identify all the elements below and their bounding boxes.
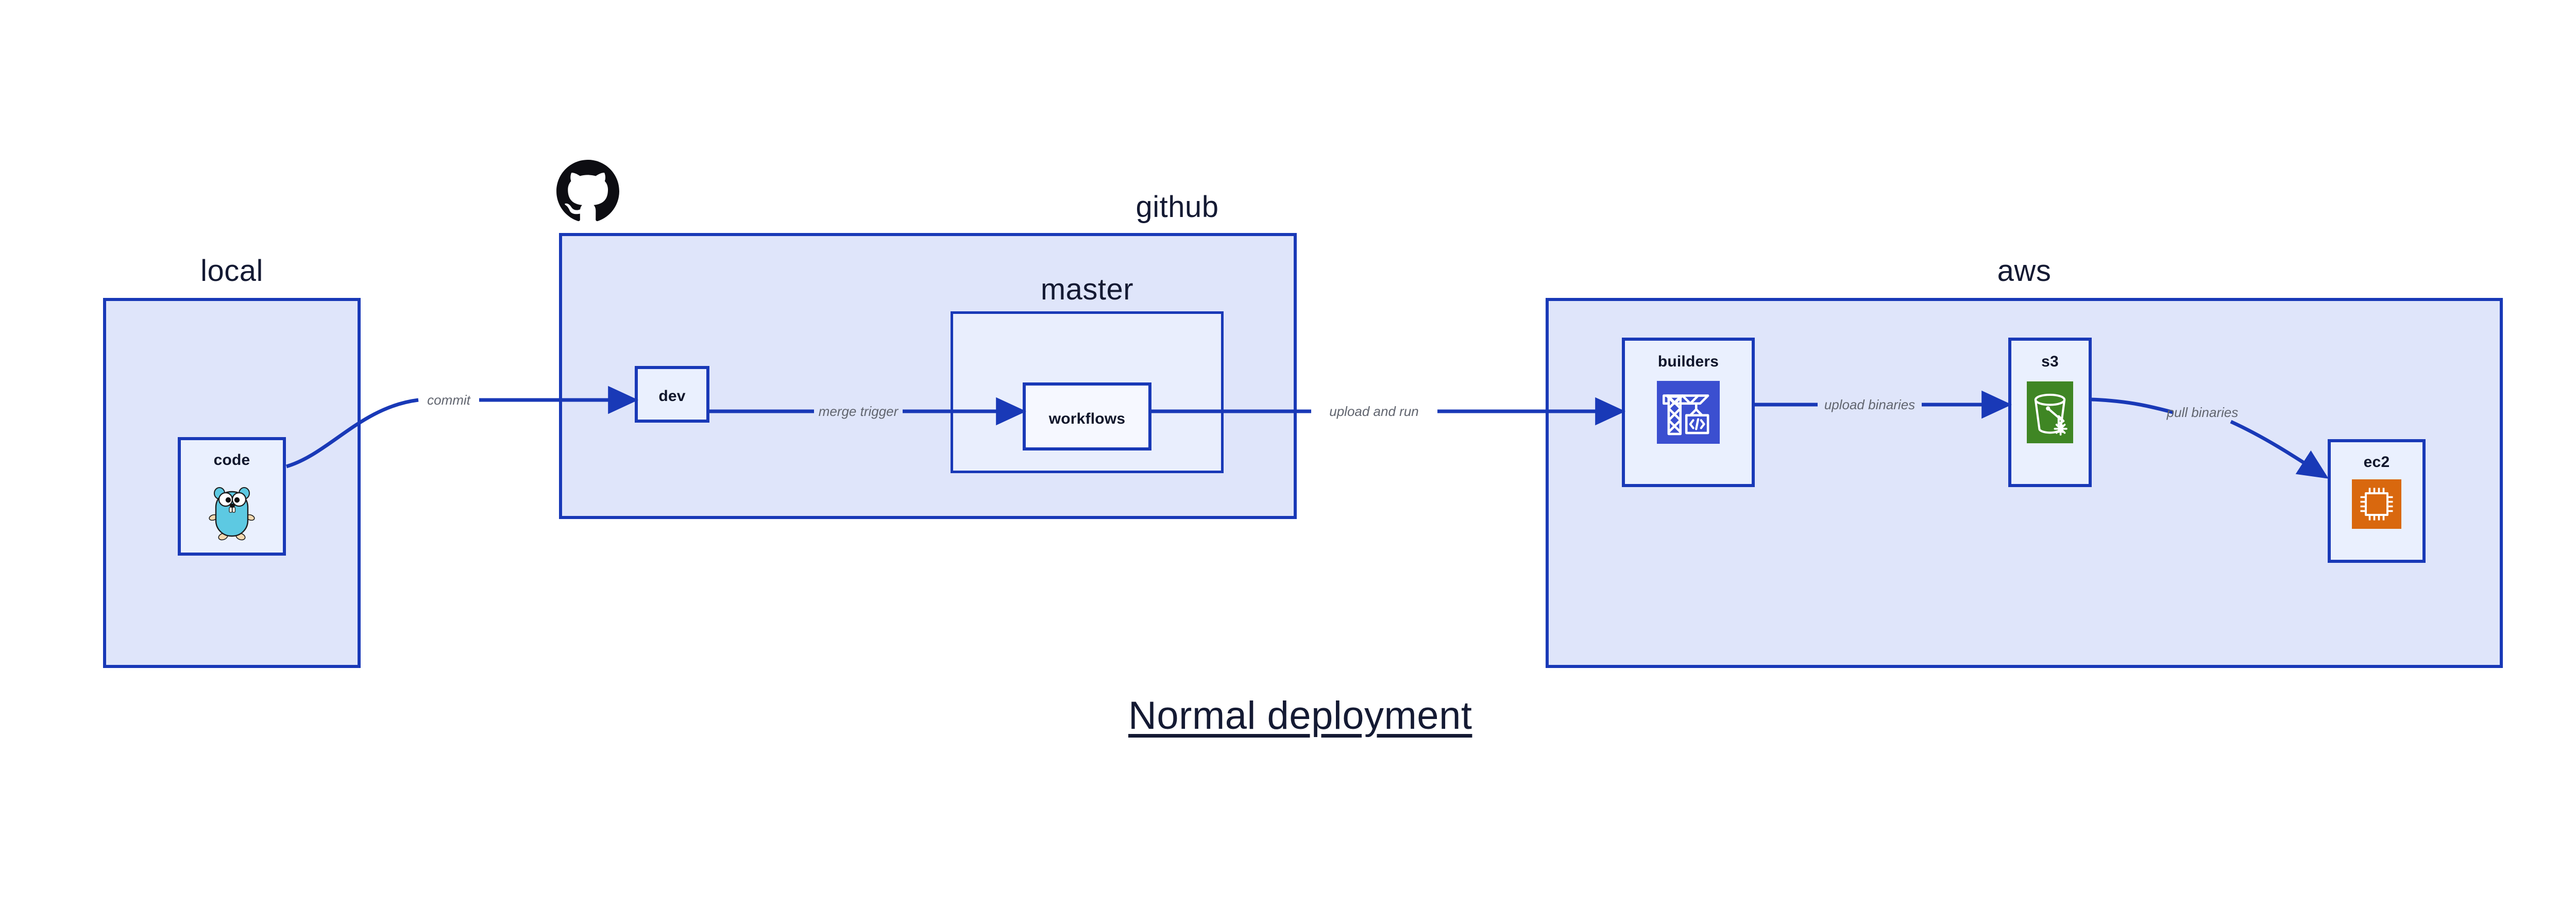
edge-label-merge-trigger: merge trigger <box>818 404 899 419</box>
group-local-label: local <box>200 254 263 288</box>
edge-label-upload-binaries: upload binaries <box>1824 397 1916 412</box>
edge-label-upload-and-run: upload and run <box>1329 404 1419 419</box>
node-workflows[interactable]: workflows <box>1023 382 1151 450</box>
github-octocat-icon <box>556 160 619 223</box>
aws-builders-icon <box>1657 381 1720 444</box>
go-gopher-icon <box>206 480 258 542</box>
edge-label-commit: commit <box>427 392 470 408</box>
node-code[interactable]: code <box>178 437 286 556</box>
node-dev[interactable]: dev <box>635 366 709 423</box>
node-s3-label: s3 <box>2041 353 2059 370</box>
node-code-label: code <box>213 452 250 469</box>
node-builders-label: builders <box>1657 353 1719 370</box>
group-github-label: github <box>1136 190 1219 224</box>
node-builders[interactable]: builders <box>1622 338 1755 487</box>
node-workflows-label: workflows <box>1048 410 1126 427</box>
edge-label-pull-binaries: pull binaries <box>2166 405 2239 420</box>
aws-ec2-icon <box>2352 479 2401 529</box>
page-title: Normal deployment <box>1128 694 1472 738</box>
subgroup-master-label: master <box>1040 273 1134 306</box>
node-ec2[interactable]: ec2 <box>2328 439 2426 563</box>
node-s3[interactable]: s3 <box>2008 338 2092 487</box>
node-dev-label: dev <box>658 388 686 405</box>
aws-s3-icon <box>2027 381 2073 444</box>
group-aws-label: aws <box>1997 254 2052 288</box>
node-ec2-label: ec2 <box>2363 454 2390 471</box>
